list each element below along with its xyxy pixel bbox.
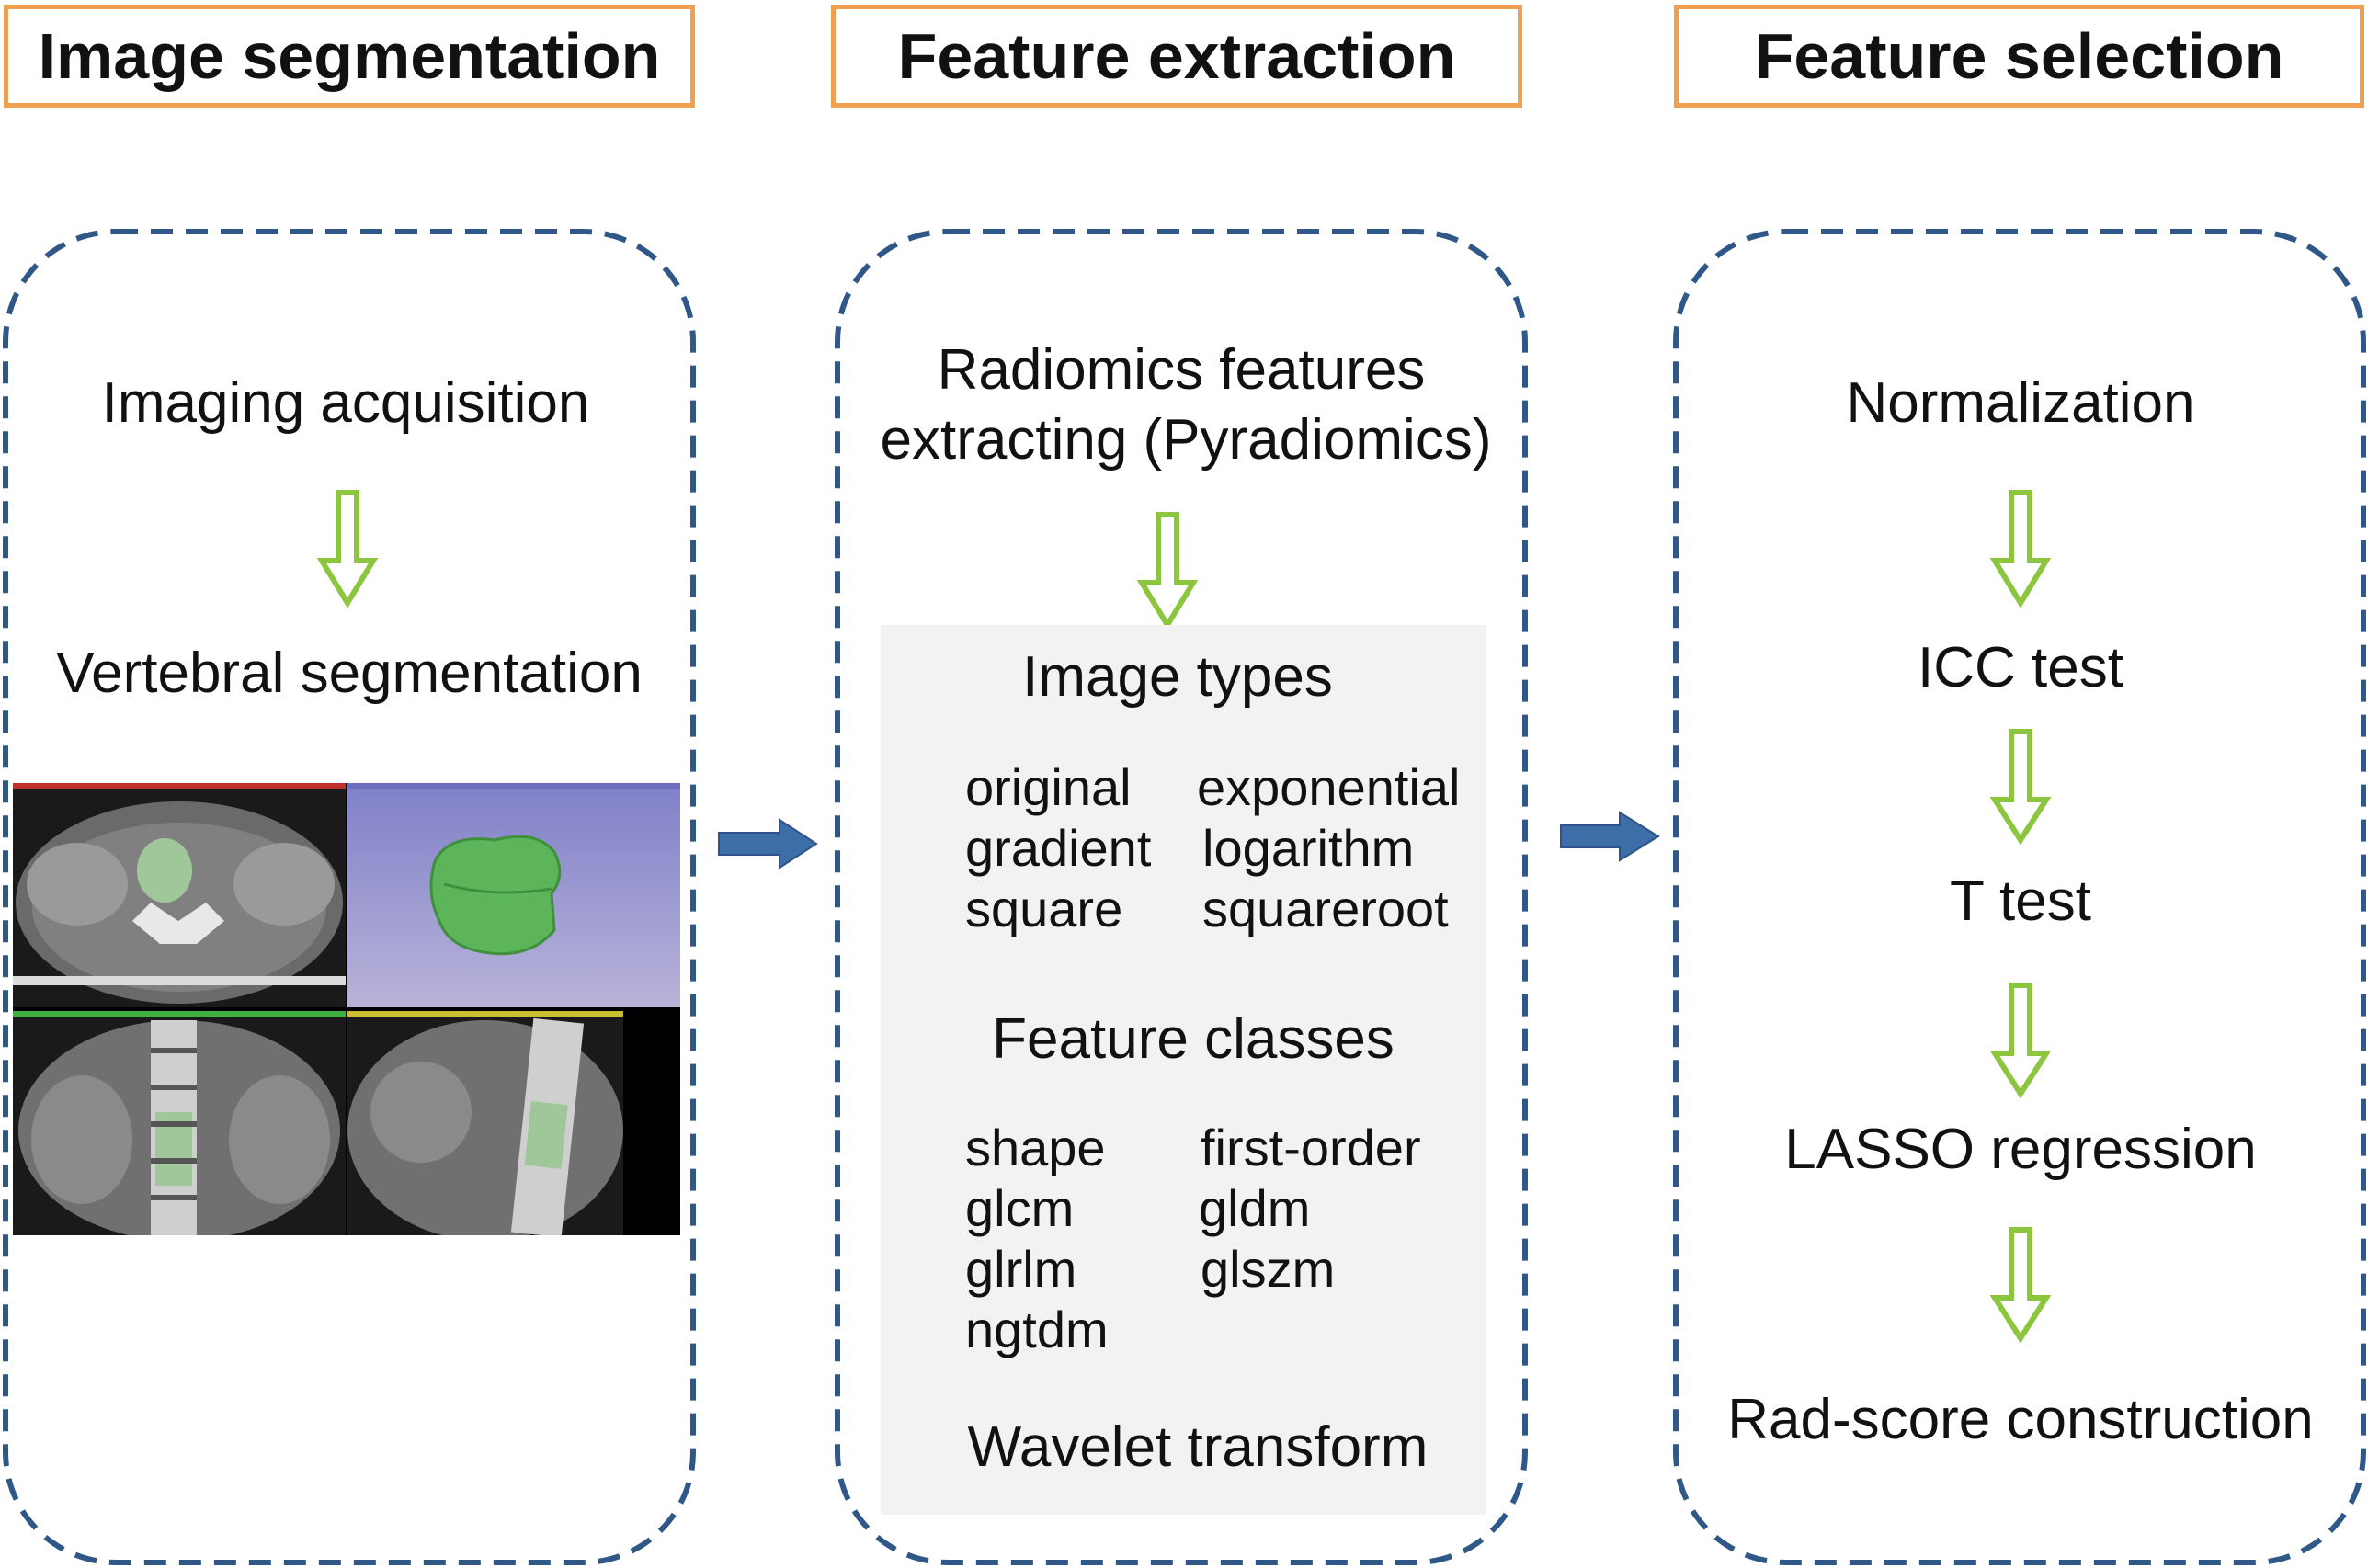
feature-class-glrlm: glrlm [965, 1240, 1077, 1298]
green-arrow-ext-1 [1136, 512, 1199, 631]
green-arrow-sel-4 [1989, 1227, 2052, 1344]
step-normalization: Normalization [1846, 371, 2195, 435]
feature-classes-title: Feature classes [992, 1007, 1395, 1071]
feature-class-shape: shape [965, 1119, 1106, 1176]
step-imaging-acquisition: Imaging acquisition [101, 371, 590, 435]
step-vertebral-segmentation: Vertebral segmentation [56, 642, 643, 705]
image-type-logarithm: logarithm [1202, 819, 1415, 877]
green-arrow-seg-1 [316, 490, 379, 608]
step-t-test: T test [1950, 869, 2091, 933]
ct-coronal-view [13, 1011, 346, 1235]
panel-selection [1673, 229, 2366, 1565]
feature-class-glcm: glcm [965, 1179, 1075, 1237]
green-arrow-sel-1 [1989, 490, 2052, 608]
feature-class-first-order: first-order [1201, 1119, 1421, 1176]
step-lasso-regression: LASSO regression [1784, 1118, 2257, 1181]
image-type-exponential: exponential [1197, 758, 1461, 816]
feature-details-box [881, 625, 1486, 1515]
image-type-squareroot: squareroot [1202, 880, 1449, 937]
ct-axial-view [13, 783, 346, 1007]
header-feature-extraction: Feature extraction [831, 5, 1522, 108]
blue-arrow-ext-to-sel [1560, 811, 1660, 862]
green-arrow-sel-2 [1989, 729, 2052, 846]
green-arrow-sel-3 [1989, 983, 2052, 1099]
image-types-title: Image types [1022, 645, 1333, 709]
feature-class-ngtdm: ngtdm [965, 1301, 1109, 1358]
image-type-gradient: gradient [965, 819, 1152, 877]
panel-extraction [835, 229, 1528, 1565]
radiomics-title-line2: extracting (Pyradiomics) [880, 408, 1492, 472]
ct-3d-view [347, 783, 680, 1007]
radiomics-title-line1: Radiomics features [937, 338, 1426, 402]
step-icc-test: ICC test [1918, 636, 2123, 699]
image-type-original: original [965, 758, 1132, 816]
header-image-segmentation: Image segmentation [4, 5, 695, 108]
step-rad-score-construction: Rad-score construction [1727, 1388, 2314, 1451]
ct-sagittal-view [347, 1011, 680, 1235]
header-feature-selection: Feature selection [1674, 5, 2364, 108]
wavelet-transform: Wavelet transform [967, 1415, 1429, 1479]
panel-segmentation [3, 229, 696, 1565]
feature-class-glszm: glszm [1201, 1240, 1336, 1298]
feature-class-gldm: gldm [1199, 1179, 1311, 1237]
ct-image-collage [13, 783, 680, 1235]
blue-arrow-seg-to-ext [718, 818, 818, 869]
image-type-square: square [965, 880, 1123, 937]
